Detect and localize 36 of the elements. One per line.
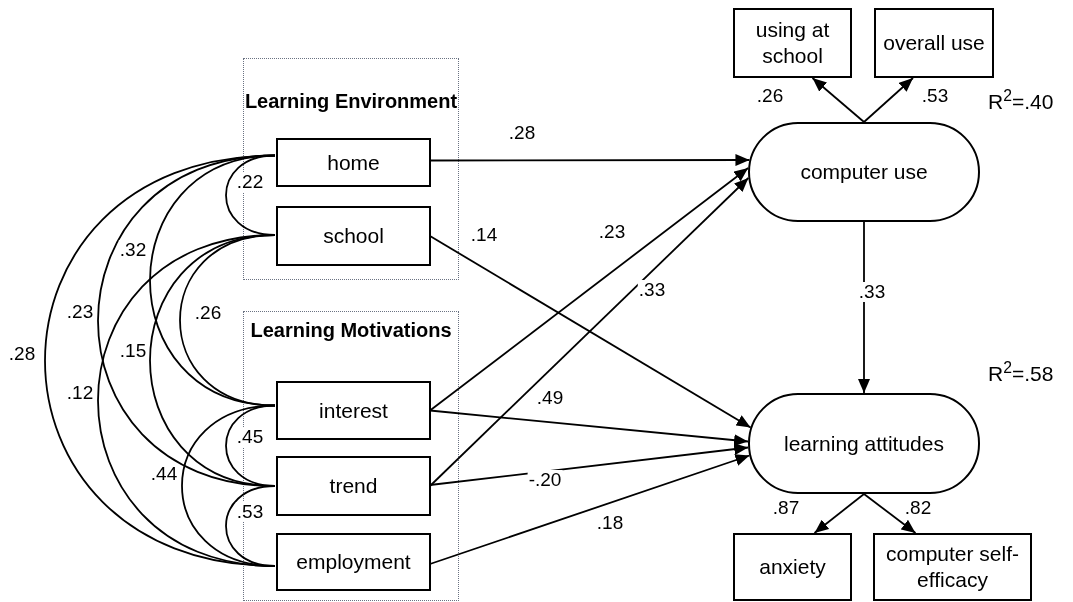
observed-variable-box: interest <box>276 381 431 440</box>
observed-variable-box: trend <box>276 456 431 516</box>
path-arrow <box>863 493 917 534</box>
observed-variable-box: school <box>276 206 431 266</box>
correlation-curve <box>179 234 276 407</box>
path-arrow <box>429 154 751 166</box>
observed-variable-box: employment <box>276 533 431 591</box>
path-arrow <box>429 409 749 447</box>
correlation-curve <box>44 154 276 567</box>
path-arrow <box>813 493 865 534</box>
path-arrow <box>429 235 752 429</box>
edge-label: .53 <box>235 502 265 522</box>
observed-variable-box: home <box>276 138 431 187</box>
path-arrow <box>429 443 750 486</box>
correlation-curve <box>225 485 276 567</box>
path-arrow <box>858 221 870 394</box>
correlation-curve <box>97 234 276 567</box>
group-heading: Learning Motivations <box>249 320 453 341</box>
path-arrow <box>429 454 751 565</box>
edge-label: .45 <box>235 427 265 447</box>
edge-label: .22 <box>235 172 265 192</box>
latent-variable: learning attitudes <box>748 393 980 494</box>
observed-variable-box: anxiety <box>733 533 852 601</box>
path-arrow <box>429 167 750 412</box>
r-squared-label: R$^{2}$=.40 <box>988 90 1054 114</box>
observed-variable-box: using at school <box>733 8 852 78</box>
observed-variable-box: computer self-efficacy <box>873 533 1032 601</box>
path-arrow <box>429 177 750 487</box>
latent-variable: computer use <box>748 122 980 222</box>
correlation-curve <box>181 404 276 567</box>
path-arrow <box>811 77 865 123</box>
r-squared-label: R$^{2}$=.58 <box>988 362 1054 386</box>
path-arrow <box>863 77 914 123</box>
group-heading: Learning Environment <box>244 91 458 112</box>
edge-label: .33 <box>857 282 887 302</box>
observed-variable-box: overall use <box>874 8 994 78</box>
